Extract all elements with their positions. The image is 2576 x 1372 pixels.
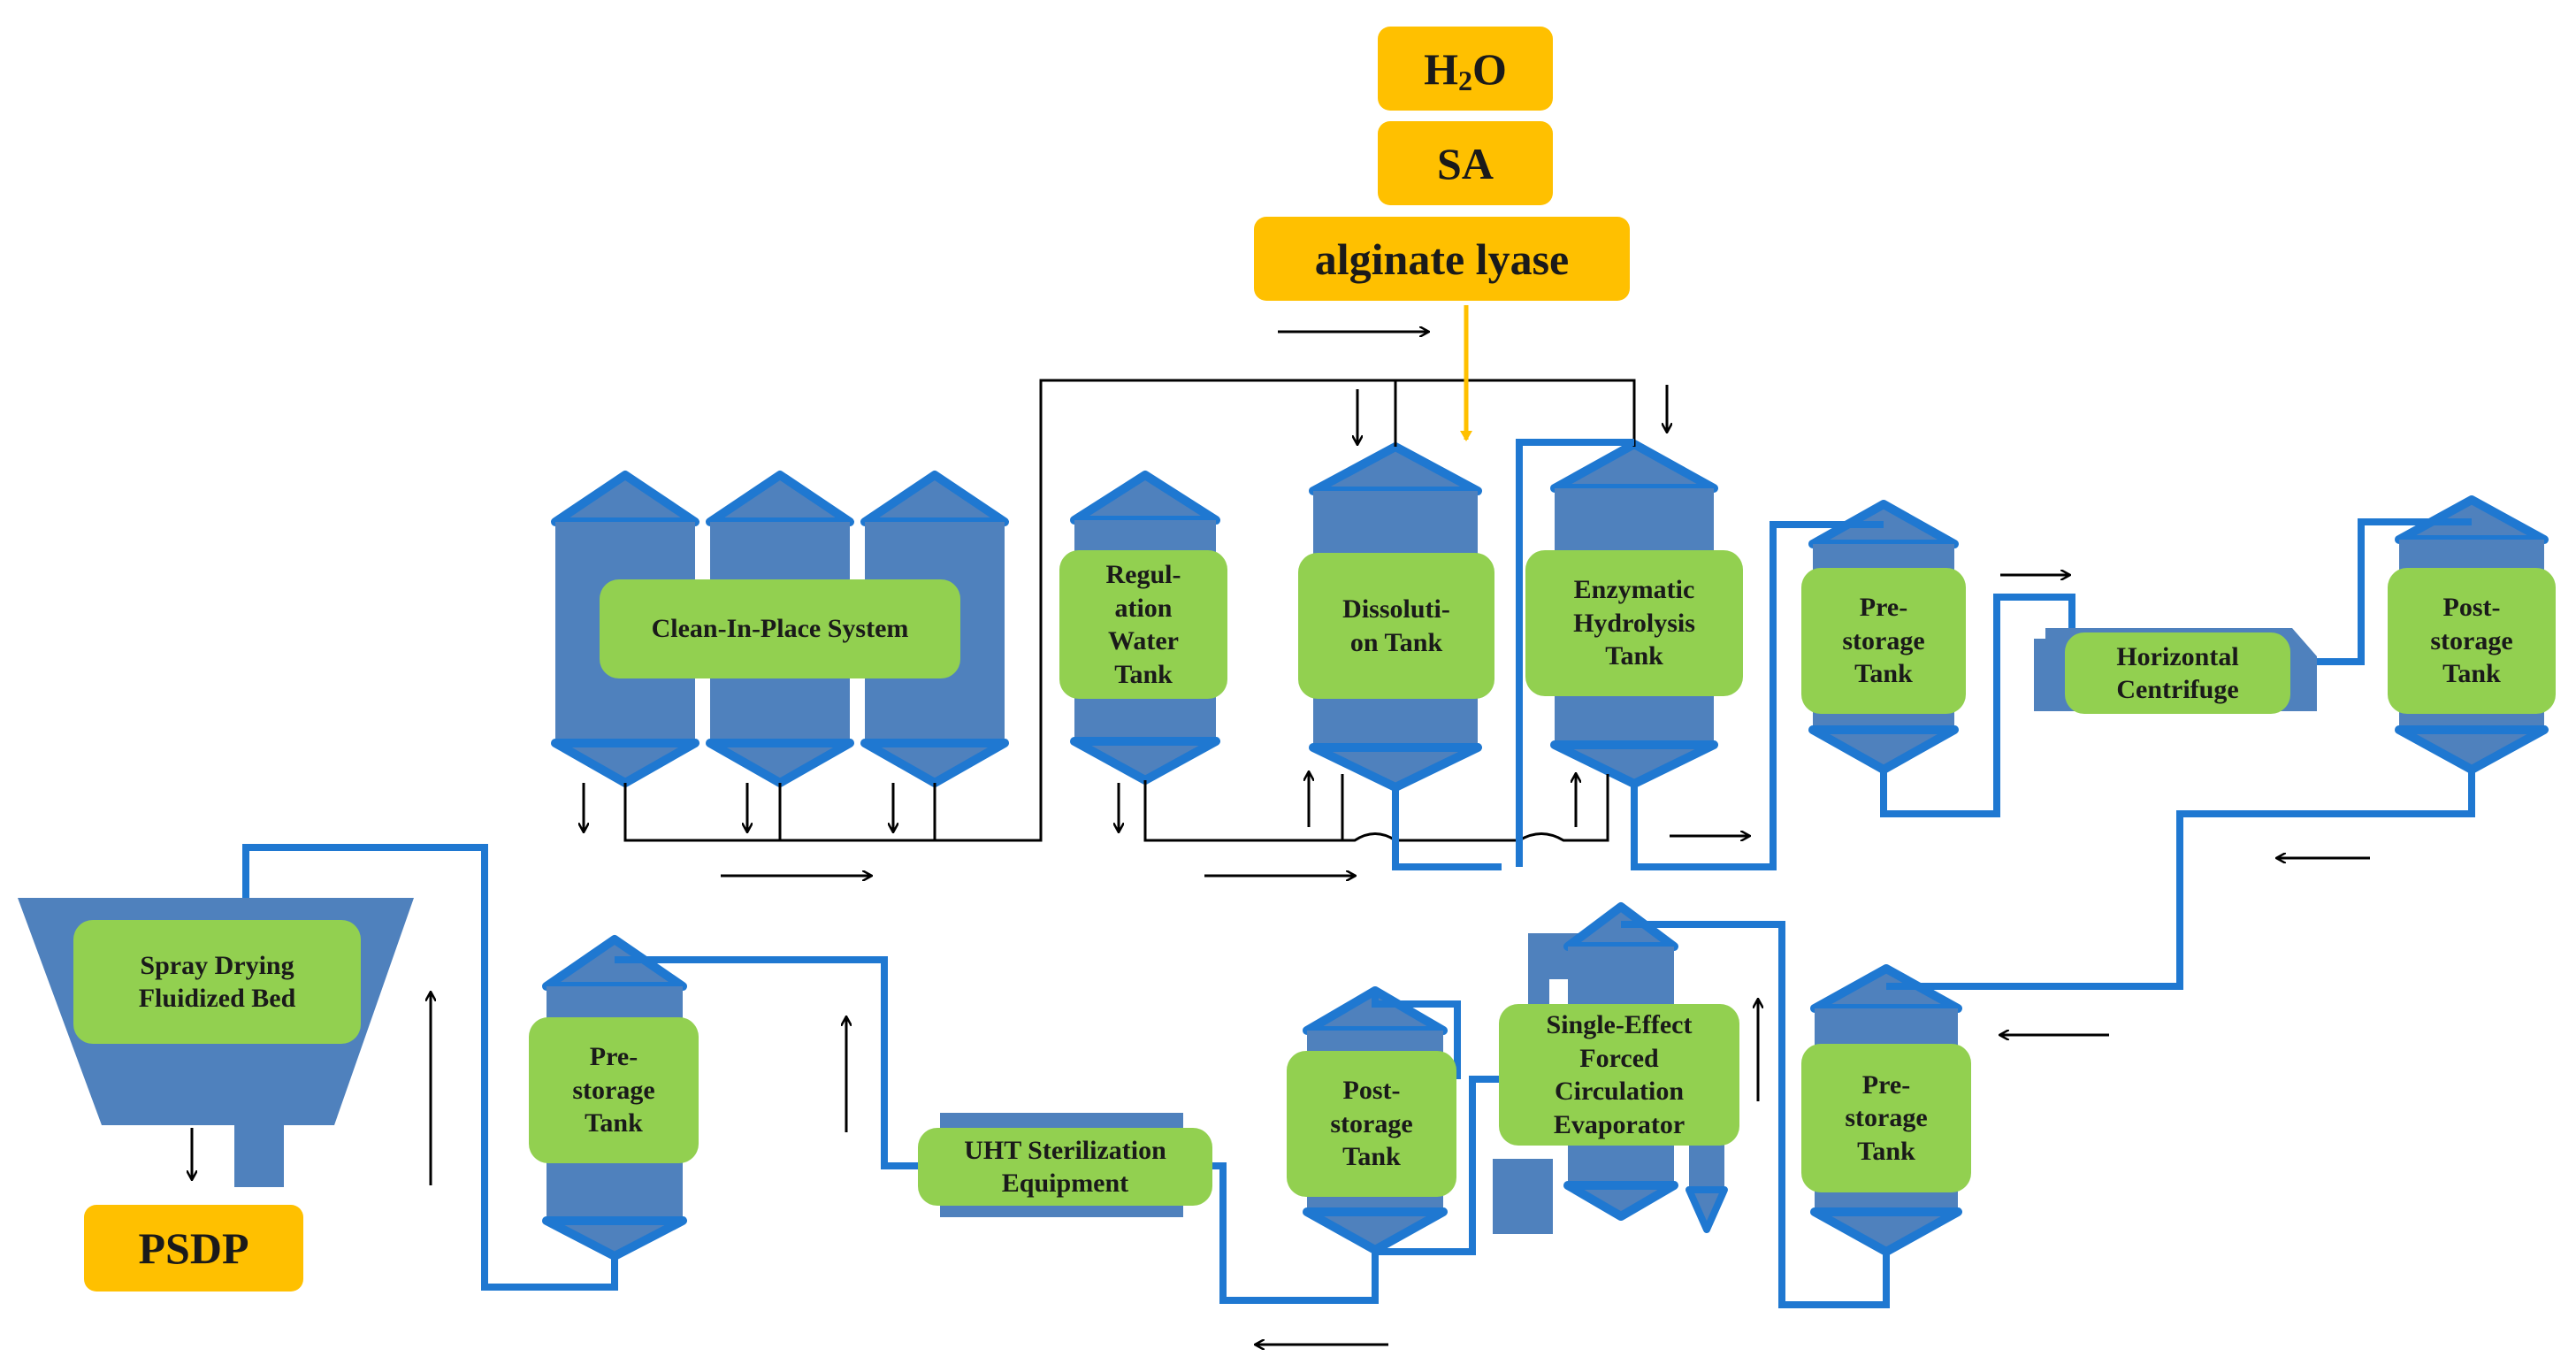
- dissolution-tank-label: Dissoluti- on Tank: [1298, 553, 1494, 699]
- sa-input-box: SA: [1378, 121, 1553, 205]
- water-main-text: H: [1424, 43, 1458, 94]
- water-subscript: 2: [1458, 65, 1472, 96]
- prestorage-tank-1-label: Pre- storage Tank: [1801, 568, 1966, 714]
- cip-return-lines: [623, 379, 1636, 842]
- poststorage-tank-2-label: Post- storage Tank: [1287, 1051, 1456, 1197]
- uht-label: UHT Sterilization Equipment: [918, 1128, 1212, 1206]
- hydrolysis-tank-label: Enzymatic Hydrolysis Tank: [1525, 550, 1743, 696]
- regulation-tank-label: Regul- ation Water Tank: [1059, 550, 1227, 699]
- poststorage-tank-1-label: Post- storage Tank: [2388, 568, 2556, 714]
- spray-dryer-label: Spray Drying Fluidized Bed: [73, 920, 361, 1044]
- alginate-lyase-input-box: alginate lyase: [1254, 217, 1630, 301]
- prestorage-tank-2-label: Pre- storage Tank: [1801, 1044, 1971, 1192]
- flow-arrows: [192, 332, 2370, 1345]
- evaporator-label: Single-Effect Forced Circulation Evapora…: [1499, 1004, 1739, 1146]
- cip-system-label: Clean-In-Place System: [600, 579, 960, 678]
- psdp-output-box: PSDP: [84, 1205, 303, 1292]
- regulation-water-line: [1143, 774, 1609, 842]
- centrifuge-label: Horizontal Centrifuge: [2065, 632, 2290, 714]
- prestorage-tank-3-label: Pre- storage Tank: [529, 1017, 699, 1163]
- water-tail-text: O: [1472, 43, 1507, 94]
